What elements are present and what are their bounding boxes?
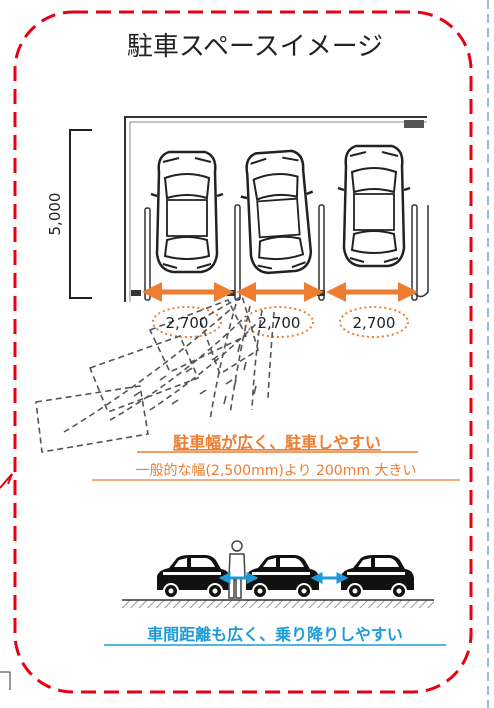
car-top-left bbox=[149, 150, 225, 274]
width-ellipse-1 bbox=[152, 306, 222, 338]
stray-corner-mark bbox=[0, 671, 11, 690]
car-side-middle bbox=[245, 554, 320, 599]
stray-red-mark bbox=[0, 473, 13, 489]
width-ellipse-3 bbox=[339, 306, 409, 338]
width-label-1: 2,700 bbox=[166, 314, 209, 332]
headline-orange: 駐車幅が広く、駐車しやすい bbox=[173, 433, 381, 452]
width-label-3: 2,700 bbox=[353, 314, 396, 332]
ground-hatch bbox=[122, 600, 434, 608]
turning-tick-marks bbox=[133, 343, 257, 405]
parking-wall-inner bbox=[129, 121, 427, 302]
depth-label: 5,000 bbox=[46, 193, 64, 236]
car-side-right bbox=[340, 554, 415, 599]
car-top-right bbox=[336, 144, 412, 268]
wheel-stops bbox=[144, 204, 429, 301]
car-side-left bbox=[156, 554, 231, 599]
turning-trajectory bbox=[35, 294, 275, 453]
depth-bracket bbox=[69, 129, 92, 299]
wall-fixture bbox=[404, 120, 424, 128]
subline-orange: 一般的な幅(2,500mm)より 200mm 大きい bbox=[136, 463, 417, 479]
person-figure bbox=[228, 540, 246, 599]
car-top-middle bbox=[236, 148, 320, 276]
headline-blue: 車間距離も広く、乗り降りしやすい bbox=[147, 625, 403, 644]
diagram-title: 駐車スペースイメージ bbox=[127, 32, 383, 62]
parking-wall bbox=[124, 116, 427, 302]
width-label-2: 2,700 bbox=[258, 314, 301, 332]
red-dashed-frame bbox=[13, 10, 473, 694]
